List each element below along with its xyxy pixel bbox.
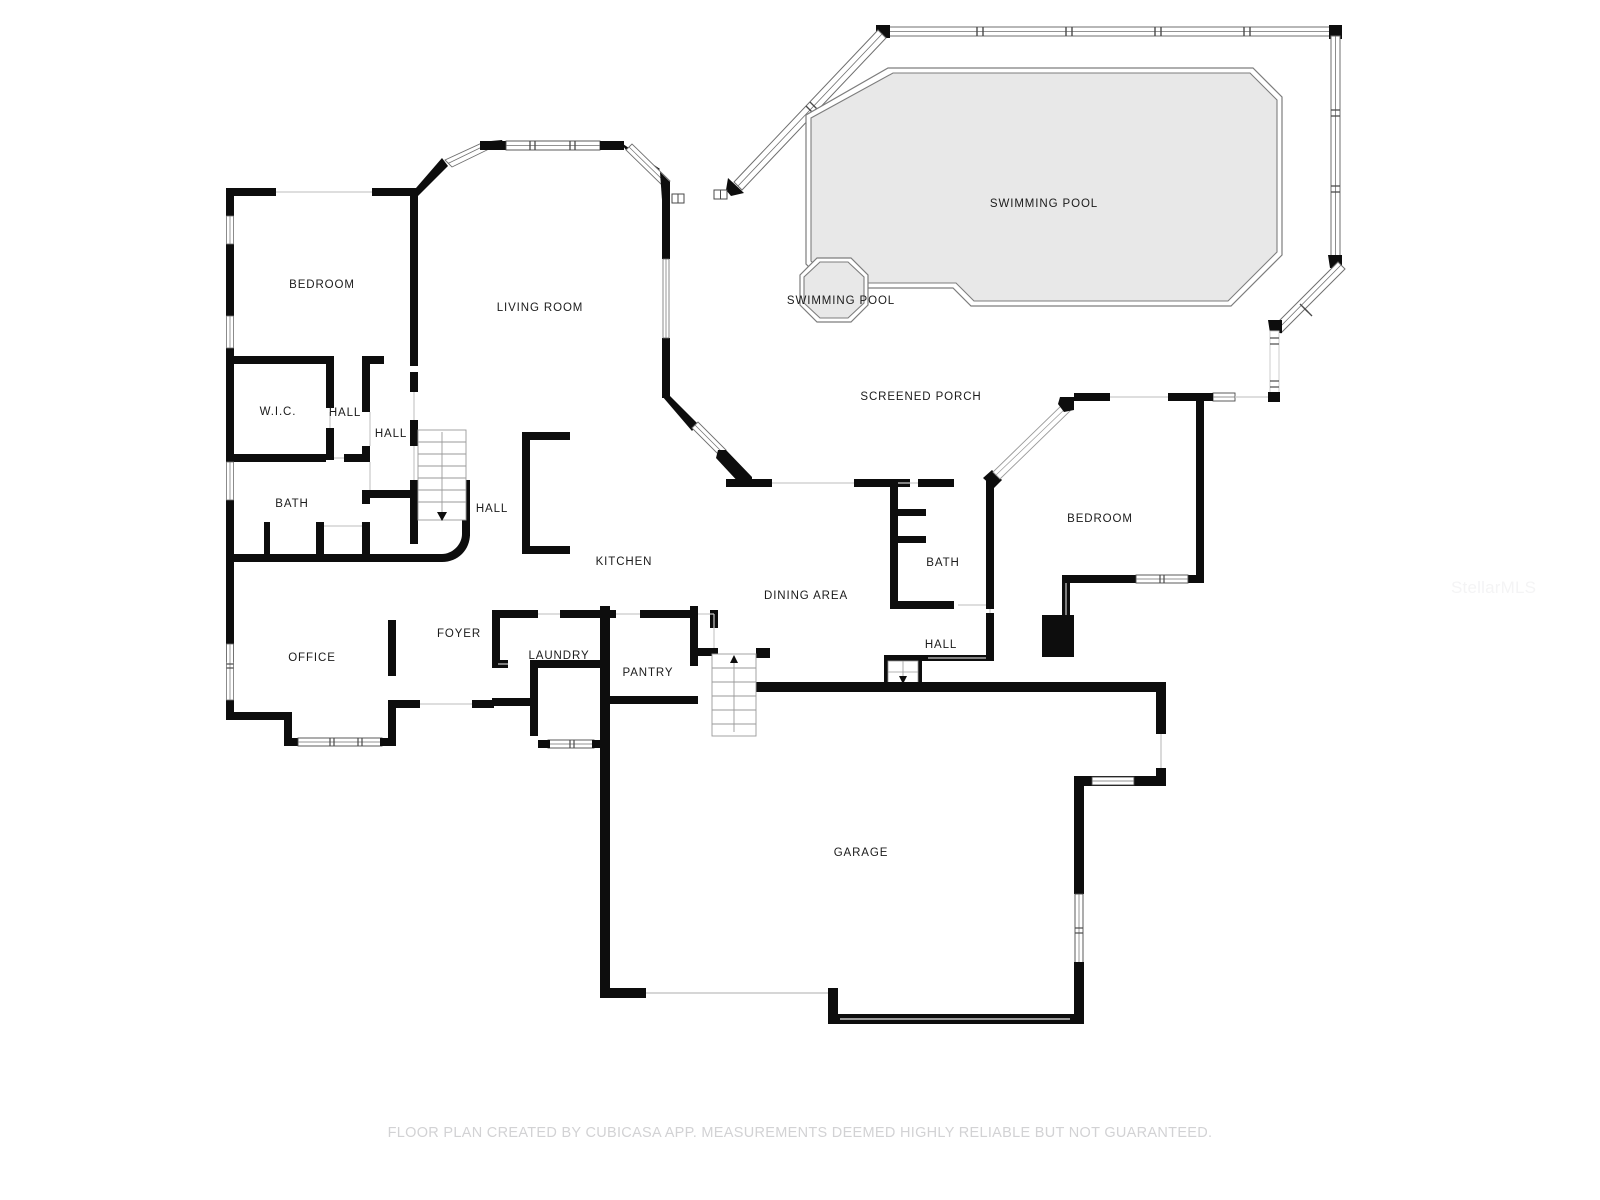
room-label-living-room: LIVING ROOM [497,302,584,314]
room-label-screened-porch: SCREENED PORCH [860,391,981,403]
pool-enclosure-group [713,25,1346,402]
window-laundry-bottom [547,739,595,749]
window-left-bedroom-lower [226,315,234,349]
room-label-bedroom-right: BEDROOM [1067,513,1133,525]
room-label-bath-right: BATH [926,557,959,569]
window-garage-side [1091,776,1135,786]
room-label-swimming-pool: SWIMMING POOL [990,198,1098,210]
door-marker-living-room-top [671,193,685,204]
room-label-hall-upper: HALL [329,407,361,419]
room-label-bath-left: BATH [275,498,308,510]
sliding-door-living-room [662,258,670,339]
screen-wall-east-lower [1269,330,1280,399]
window-office-bottom [297,737,383,747]
screen-wall-diagonal-left [733,29,887,191]
screen-wall-right [1330,35,1341,259]
house-walls [226,140,1268,1024]
window-right-bedroom-top [1212,392,1236,402]
room-label-office: OFFICE [288,652,336,664]
screen-post-south [1268,392,1280,402]
screen-wall-diagonal-right [1273,261,1346,334]
room-label-hall-mid: HALL [375,428,407,440]
room-label-pantry: PANTRY [623,667,674,679]
kitchen-island [522,432,570,554]
wall-diagonal-porch-bedroom [992,403,1071,480]
room-labels: BEDROOM LIVING ROOM W.I.C. HALL HALL BAT… [260,198,1133,859]
room-label-garage: GARAGE [834,847,889,859]
room-label-laundry: LAUNDRY [528,650,589,662]
window-garage-east [1074,893,1084,965]
room-label-bedroom-left: BEDROOM [289,279,355,291]
window-office-left [226,643,234,701]
screen-post-southeast [1268,320,1282,333]
room-label-spa-pool: SWIMMING POOL [787,295,895,307]
window-left-bedroom-upper [226,215,234,245]
swimming-pool-shape [805,67,1283,307]
room-label-wic: W.I.C. [260,406,297,418]
room-label-dining-area: DINING AREA [764,590,848,602]
stellar-mls-watermark: StellarMLS [1451,578,1537,597]
structural-column [1042,615,1074,657]
screen-post-west [726,178,744,196]
stair-pantry [711,653,757,737]
room-label-hall-right: HALL [925,639,957,651]
screen-door-west [713,189,728,200]
stair-hall-right [887,660,919,686]
window-left-bath [226,461,234,501]
floor-plan-disclaimer: FLOOR PLAN CREATED BY CUBICASA APP. MEAS… [387,1125,1213,1141]
spa-octagon [799,257,869,323]
room-label-hall-stair: HALL [476,503,508,515]
room-label-kitchen: KITCHEN [596,556,653,568]
screen-wall-top [887,26,1333,37]
stair-left [417,429,467,521]
window-bay-top [505,140,601,151]
window-right-bedroom-bottom [1135,574,1189,584]
room-label-foyer: FOYER [437,628,481,640]
